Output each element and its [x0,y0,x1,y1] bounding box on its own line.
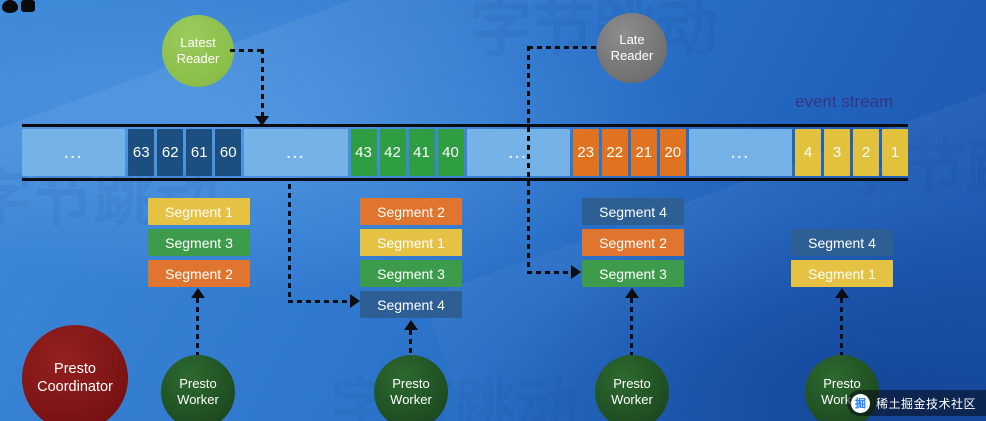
late-reader-node: Late Reader [597,13,667,83]
arrowhead-up-icon [191,288,205,298]
stream-tile: 23 [572,129,599,176]
worker-1-connector [196,298,199,355]
presto-worker-label: Presto [613,375,651,391]
segment-column-3: Segment 4 Segment 2 Segment 3 [582,198,684,287]
corner-logo-glyph-icon [2,0,18,13]
latest-reader-label: Latest [180,34,216,50]
late-reader-connector [527,271,571,274]
presto-coordinator-label: Presto [54,360,96,377]
latest-reader-connector [261,49,264,117]
stream-tile: 1 [882,129,908,176]
corner-logo-glyph-icon [21,0,35,12]
stream-tile: 62 [157,129,184,176]
stream-tile: 60 [215,129,242,176]
stream-tile: 40 [437,129,464,176]
late-reader-connector [527,46,530,274]
presto-worker-label: Presto [392,375,430,391]
segment-box: Segment 2 [582,229,684,256]
arrowhead-up-icon [625,288,639,298]
presto-worker-node: Presto Worker [595,355,669,421]
segment-box: Segment 1 [148,198,250,225]
presto-worker-label: Worker [390,392,432,407]
presto-worker-label: Presto [823,375,861,391]
worker-3-connector [630,298,633,355]
segment-box: Segment 1 [360,229,462,256]
segment-column-1: Segment 1 Segment 3 Segment 2 [148,198,250,287]
watermark-badge-text: 稀土掘金技术社区 [875,396,976,411]
segment-box: Segment 3 [360,260,462,287]
stream-tile: 21 [630,129,657,176]
arrowhead-up-icon [835,288,849,298]
segment-box: Segment 3 [582,260,684,287]
stream-tile: 61 [186,129,213,176]
stream-ellipsis: … [22,129,126,176]
stream-tile: 43 [350,129,377,176]
late-reader-label: Reader [610,48,654,63]
presto-worker-label: Worker [177,392,219,407]
event-stream-label: event stream [795,92,894,111]
segment-column-4: Segment 4 Segment 1 [791,229,893,287]
late-reader-connector [528,46,600,49]
juejin-logo-icon: 掘 [850,393,870,413]
segment-box: Segment 2 [360,198,462,225]
segment-box: Segment 1 [791,260,893,287]
faint-watermark: 字节跳动 [330,373,579,421]
stream-ellipsis: … [688,129,792,176]
segment-box: Segment 3 [148,229,250,256]
presto-worker-label: Presto [179,375,217,391]
stream-tile: 20 [659,129,686,176]
faint-watermark: 字节跳动 [470,0,719,64]
worker-2-connector [409,330,412,355]
arrowhead-up-icon [404,320,418,330]
stream-ellipsis: … [466,129,570,176]
stream-tile: 22 [601,129,628,176]
light-streak [423,0,986,421]
presto-worker-node: Presto Worker [374,355,448,421]
worker-4-connector [840,298,843,355]
presto-worker-node: Presto Worker [161,355,235,421]
arrowhead-right-icon [350,294,360,308]
stream-ellipsis: … [244,129,348,176]
latest-reader-connector [230,49,264,52]
stream-tile: 42 [379,129,406,176]
late-reader-label: Late [619,31,645,47]
latest-reader-node: Latest Reader [162,15,234,87]
corner-logo [2,0,35,13]
segment-box: Segment 2 [148,260,250,287]
stream-tile: 41 [408,129,435,176]
juejin-watermark-badge: 掘 稀土掘金技术社区 [846,390,986,416]
segment-box: Segment 4 [582,198,684,225]
stream-to-segment4-connector [288,300,350,303]
stream-tile: 2 [853,129,879,176]
presto-coordinator-node: Presto Coordinator [22,325,128,421]
presto-worker-label: Worker [611,392,653,407]
segment-box: Segment 4 [360,291,462,318]
stream-to-segment4-connector [288,184,291,303]
arrowhead-down-icon [255,116,269,126]
stream-tile: 3 [824,129,850,176]
arrowhead-right-icon [571,265,581,279]
segment-column-2: Segment 2 Segment 1 Segment 3 Segment 4 [360,198,462,318]
presto-coordinator-label: Coordinator [37,379,113,395]
stream-tile: 63 [128,129,155,176]
latest-reader-label: Reader [176,51,220,66]
stream-tile: 4 [795,129,821,176]
event-stream-band: … 63 62 61 60 … 43 42 41 40 … 23 22 21 2… [22,124,908,181]
segment-box: Segment 4 [791,229,893,256]
